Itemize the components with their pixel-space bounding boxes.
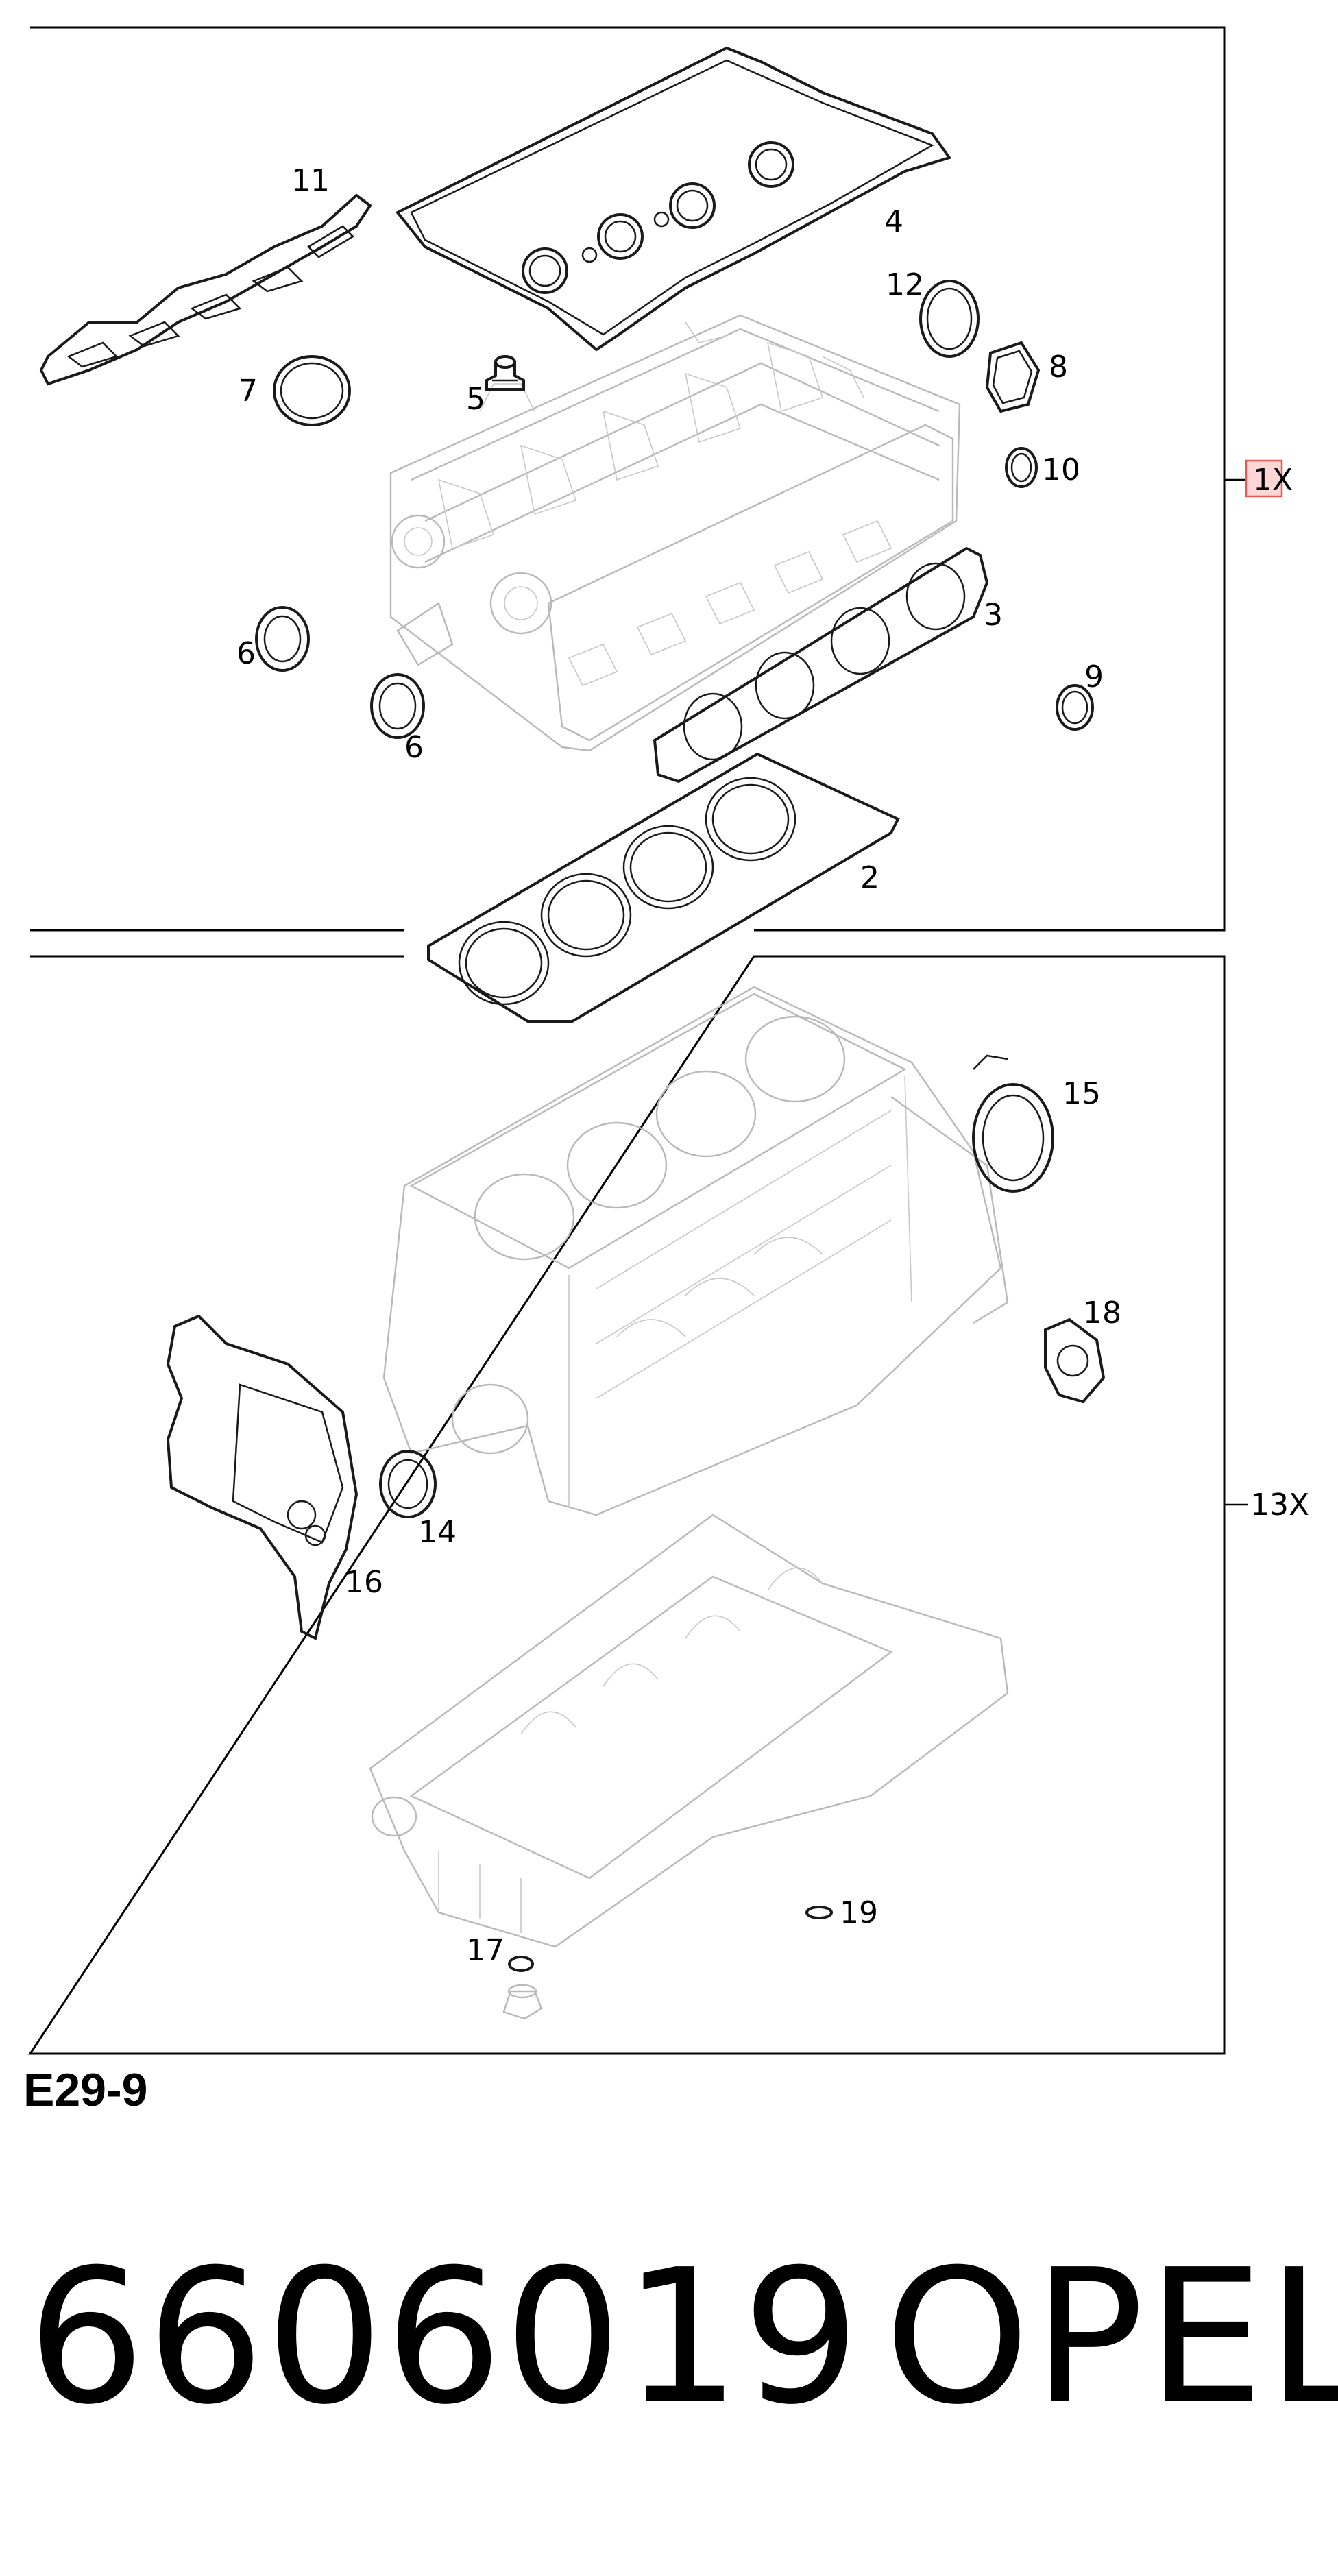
part-17-washer (508, 1956, 534, 1972)
callout-4: 4 (884, 204, 903, 239)
callout-15: 15 (1062, 1076, 1101, 1111)
part-11-manifold-gasket (39, 193, 372, 386)
callout-11: 11 (291, 163, 330, 198)
top-group-frame (30, 26, 1226, 932)
callout-16: 16 (345, 1565, 383, 1600)
part-9-seal (1056, 684, 1094, 731)
brand-name: OPEL (884, 2229, 1338, 2445)
callout-19: 19 (840, 1895, 878, 1930)
bottom-group-frame (28, 955, 1226, 2055)
callout-14: 14 (418, 1515, 457, 1550)
part-4-valve-cover-gasket (395, 46, 952, 352)
drain-plug-illustration (502, 1984, 543, 2020)
part-2-head-gasket (427, 752, 900, 1023)
diagram-code: E29-9 (23, 2064, 148, 2116)
callout-18: 18 (1083, 1296, 1121, 1330)
part-7-o-ring (273, 355, 351, 426)
callout-9: 9 (1084, 659, 1104, 694)
part-18-flange-gasket (1044, 1317, 1106, 1404)
callout-6-a: 6 (236, 636, 256, 671)
callout-2: 2 (860, 860, 879, 895)
part-15-rear-main-seal (972, 1054, 1054, 1193)
part-8-square-gasket (985, 341, 1041, 413)
part-14-front-seal (379, 1450, 437, 1518)
highlight-marker (1245, 459, 1283, 498)
callout-6-b: 6 (404, 730, 424, 765)
bottom-quantity-label: 13X (1250, 1487, 1309, 1522)
part-6-shaft-seal-b (370, 673, 425, 739)
callout-3: 3 (984, 598, 1003, 633)
callout-12: 12 (886, 267, 924, 302)
part-12-seal (919, 280, 980, 358)
oil-pan-illustration (369, 1514, 1009, 1948)
top-quantity-label: 1X (1253, 463, 1293, 498)
cylinder-head-illustration (389, 314, 961, 752)
callout-5: 5 (466, 382, 485, 417)
callout-17: 17 (466, 1933, 504, 1968)
callout-8: 8 (1049, 350, 1068, 385)
part-3-exhaust-gasket (653, 546, 989, 783)
part-5-plug (485, 355, 525, 391)
part-number: 6606019 (27, 2229, 862, 2445)
part-16-timing-cover-gasket (166, 1314, 358, 1640)
engine-block-illustration (382, 986, 1009, 1516)
part-6-shaft-seal-a (255, 606, 310, 672)
part-19-o-ring (805, 1906, 833, 1919)
callout-10: 10 (1042, 452, 1080, 487)
part-10-seal (1005, 447, 1038, 488)
callout-7: 7 (239, 374, 258, 409)
